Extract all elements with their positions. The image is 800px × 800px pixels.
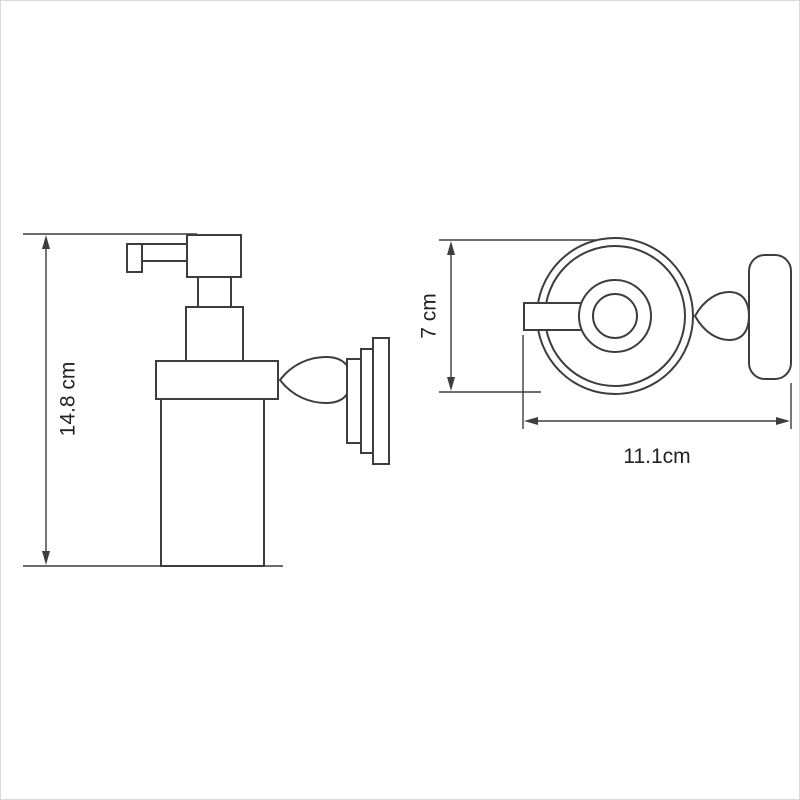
wall-bracket-step-inner (346, 358, 362, 444)
wall-mount-side (278, 337, 390, 465)
side-view: 14.8 cm (23, 233, 390, 567)
arrowhead-right (776, 417, 790, 425)
arrowhead-up (447, 241, 455, 255)
depth-dimension-label: 11.1cm (623, 445, 690, 468)
arrowhead-down (42, 551, 50, 565)
depth-dimension-11-1: 11.1cm (522, 335, 792, 468)
wall-mount-front (693, 254, 792, 380)
pump-head (186, 234, 242, 278)
pump-cap (185, 306, 244, 362)
diameter-dimension-7: 7 cm (418, 239, 617, 393)
hub-inner-circle (592, 293, 638, 339)
mount-connector-teardrop (693, 290, 751, 342)
soap-dispenser-side (126, 234, 279, 567)
bottle-body (160, 398, 265, 567)
diameter-dimension-label: 7 cm (418, 293, 441, 339)
height-dimension-14-8: 14.8 cm (23, 233, 283, 567)
arrowhead-down (447, 377, 455, 391)
wall-bracket-step-outer (372, 337, 390, 465)
pump-spout-tube (141, 243, 188, 262)
pump-neck (197, 276, 232, 308)
arrowhead-left (524, 417, 538, 425)
holder-ring-front (523, 237, 694, 395)
mount-connector-teardrop (278, 355, 353, 405)
wall-plate (748, 254, 792, 380)
arrowhead-up (42, 235, 50, 249)
front-view: 7 cm 11.1cm (418, 237, 792, 468)
pump-spout-tip (126, 243, 143, 273)
holder-ring-band (155, 360, 279, 400)
height-dimension-label: 14.8 cm (57, 362, 80, 437)
wall-bracket-step-middle (360, 348, 374, 454)
